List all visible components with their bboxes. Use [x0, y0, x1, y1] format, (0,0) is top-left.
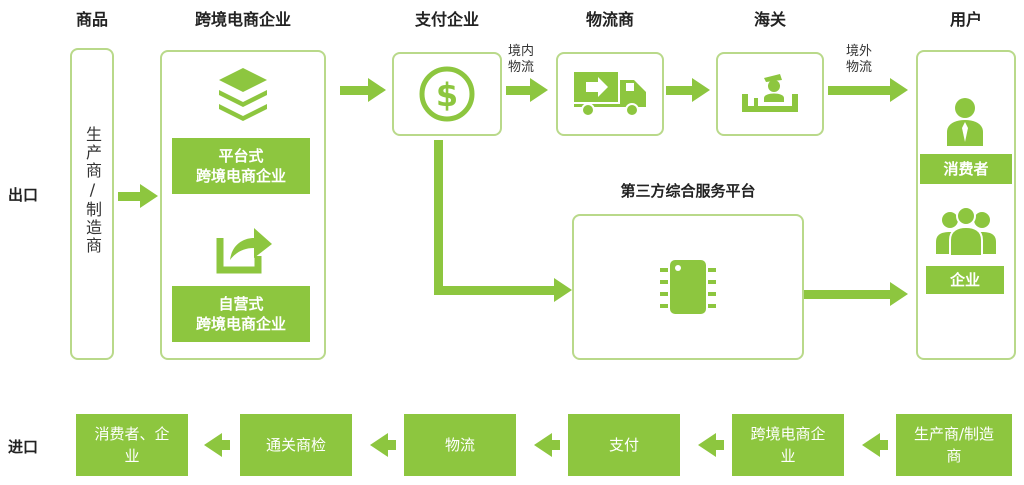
payment-box: [392, 52, 502, 136]
overseas-logistics-label: 境外 物流: [846, 44, 873, 76]
selfrun-ecommerce-label: 自营式 跨境电商企业: [172, 286, 310, 342]
chip-icon: [660, 260, 716, 314]
truck-icon: [574, 72, 646, 116]
producer-box: [70, 48, 114, 360]
consumer-icon: [947, 98, 983, 146]
header-customs: 海关: [753, 10, 786, 29]
header-payment: 支付企业: [414, 10, 479, 29]
import-step-producer: 生产商/制造 商: [896, 414, 1012, 476]
consumer-label: 消费者: [920, 154, 1012, 184]
enterprise-group-icon: [936, 206, 996, 257]
import-step-customs-inspection: 通关商检: [240, 414, 352, 476]
header-user: 用户: [949, 10, 982, 29]
producer-label: 生产商/制造商: [83, 126, 102, 255]
platform-ecommerce-label: 平台式 跨境电商企业: [172, 138, 310, 194]
share-icon: [216, 228, 272, 274]
svg-text:$: $: [436, 76, 458, 114]
import-step-payment: 支付: [568, 414, 680, 476]
import-step-ecommerce: 跨境电商企 业: [732, 414, 844, 476]
third-party-platform-box: [572, 214, 804, 360]
header-ecommerce: 跨境电商企业: [194, 10, 291, 29]
import-step-consumer-enterprise: 消费者、企 业: [76, 414, 188, 476]
enterprise-label: 企业: [926, 266, 1004, 294]
layers-icon: [219, 68, 267, 121]
dollar-icon: $: [419, 66, 475, 122]
row-label-import: 进口: [8, 438, 39, 456]
row-label-export: 出口: [8, 186, 39, 204]
customs-box: [716, 52, 824, 136]
domestic-logistics-label: 境内 物流: [508, 44, 535, 76]
import-step-logistics: 物流: [404, 414, 516, 476]
third-party-platform-title: 第三方综合服务平台: [620, 182, 756, 200]
header-logistics: 物流商: [585, 10, 634, 29]
customs-officer-icon: [742, 74, 798, 112]
header-goods: 商品: [75, 10, 108, 29]
